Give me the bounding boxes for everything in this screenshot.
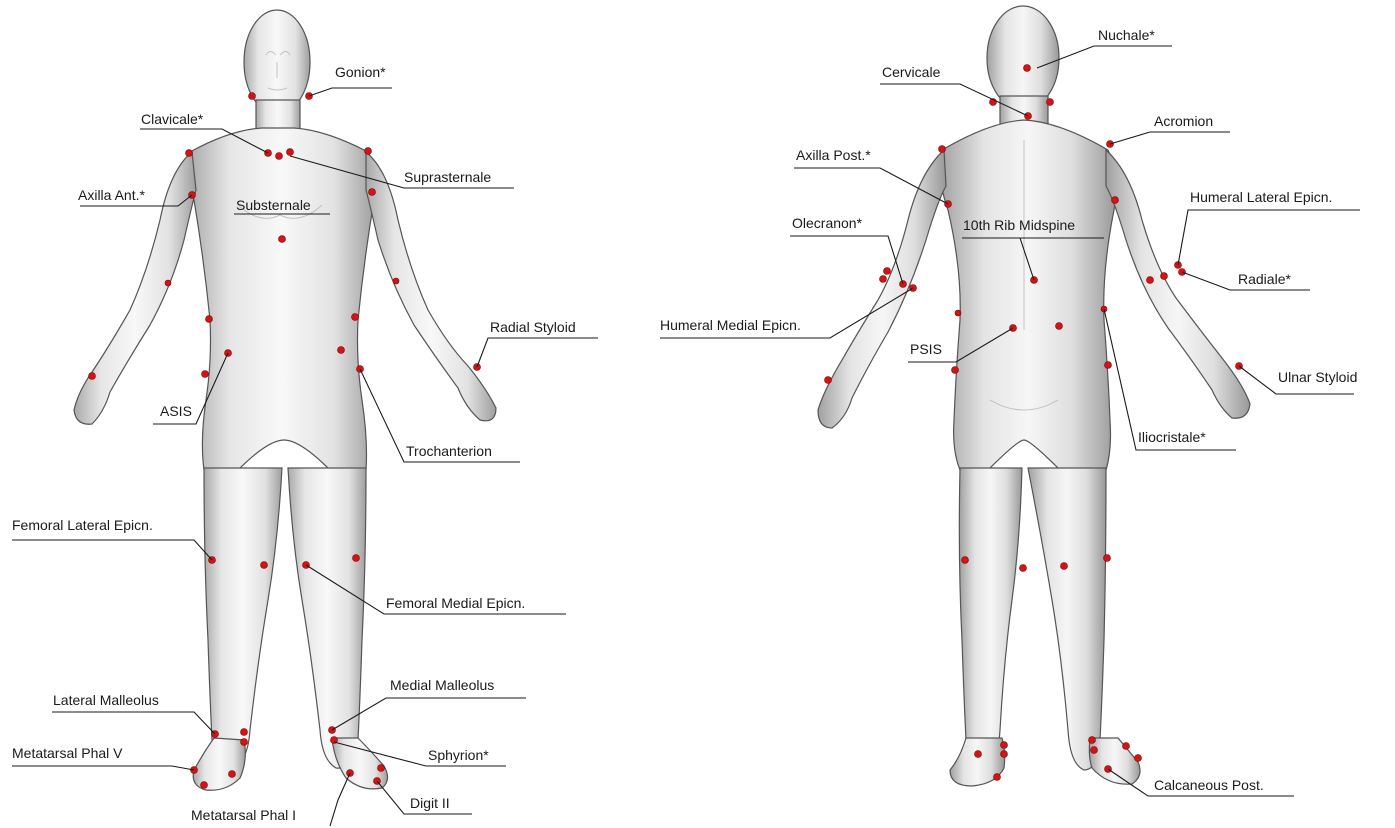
landmark-malleolus-back-right-d: [1135, 755, 1142, 762]
front-torso: [189, 128, 375, 470]
landmark-humeral-medial-epicn-right: [1147, 277, 1154, 284]
leader-humeral-lateral-epicn: [1178, 210, 1360, 265]
label-humeral-medial-epicn: Humeral Medial Epicn.: [660, 317, 801, 333]
label-psis: PSIS: [910, 341, 942, 357]
leader-metatarsal-phal-v: [12, 766, 194, 770]
landmark-suprasternale-a: [276, 153, 283, 160]
label-substernale: Substernale: [236, 197, 311, 213]
landmark-malleolus-back-right-b: [1091, 747, 1098, 754]
front-arm-right: [366, 152, 496, 421]
landmark-acromion-right: [365, 148, 372, 155]
landmark-malleolus-back-right-c: [1123, 743, 1130, 750]
label-acromion: Acromion: [1154, 113, 1213, 129]
back-torso: [940, 120, 1116, 470]
back-leg-left: [959, 468, 1022, 770]
label-nuchale-text: Nuchale*: [1098, 27, 1155, 43]
landmark-metatarsal-phal-i-left: [229, 771, 236, 778]
landmark-substernale: [279, 236, 286, 243]
landmark-psis-right: [1056, 323, 1063, 330]
label-asis: ASIS: [160, 403, 192, 419]
landmark-malleolus-back-right-a: [1089, 737, 1096, 744]
back-head: [987, 6, 1059, 110]
leader-acromion: [1110, 132, 1230, 144]
front-leg-right: [288, 468, 366, 768]
label-radial-styloid: Radial Styloid: [490, 319, 576, 335]
landmark-iliocristale-back-left: [955, 310, 961, 316]
landmark-medial-malleolus-left: [241, 729, 248, 736]
landmark-elbow-left: [165, 280, 171, 286]
landmark-olecranon-left-a: [884, 268, 891, 275]
landmark-iliocristale-right: [352, 314, 359, 321]
label-iliocristale: Iliocristale*: [1138, 429, 1206, 445]
landmark-femoral-medial-back-right: [1061, 563, 1068, 570]
label-trochanterion: Trochanterion: [406, 443, 492, 459]
label-gonion: Gonion*: [335, 64, 386, 80]
front-foot-left: [193, 738, 245, 790]
label-tenth-rib-midspine: 10th Rib Midspine: [963, 217, 1075, 233]
landmark-ulnar-styloid-left: [825, 377, 832, 384]
landmark-digit-ii-left: [201, 782, 208, 789]
landmark-olecranon-left-b: [880, 276, 887, 283]
back-leg-right: [1028, 468, 1106, 770]
landmark-iliocristale-left: [206, 316, 213, 323]
landmark-acromion-left: [186, 150, 193, 157]
label-clavicale: Clavicale*: [141, 111, 204, 127]
landmark-femoral-lateral-epicn-right: [353, 555, 360, 562]
landmark-gonion-back-right: [1047, 99, 1054, 106]
label-humeral-lateral-epicn: Humeral Lateral Epicn.: [1190, 189, 1332, 205]
landmark-nuchale: [1024, 65, 1031, 72]
landmark-sphyrion-left: [241, 739, 248, 746]
landmark-radial-styloid-left: [89, 373, 96, 380]
back-foot-right: [1089, 738, 1140, 784]
landmark-axilla-ant-right: [369, 189, 376, 196]
label-olecranon: Olecranon*: [792, 215, 863, 231]
label-digit-ii: Digit II: [410, 795, 450, 811]
landmark-malleolus-back-left-a: [975, 751, 982, 758]
leader-metatarsal-phal-i: [330, 773, 350, 826]
landmark-trochanterion-back-left: [952, 367, 959, 374]
leader-radial-styloid: [477, 338, 598, 367]
label-calcaneous-post: Calcaneous Post.: [1154, 777, 1264, 793]
landmark-acromion-back-left: [939, 146, 946, 153]
label-sphyrion: Sphyrion*: [428, 747, 489, 763]
front-body: [74, 10, 496, 790]
label-femoral-lateral-epicn: Femoral Lateral Epicn.: [12, 517, 153, 533]
label-lateral-malleolus: Lateral Malleolus: [53, 692, 159, 708]
landmark-malleolus-back-left-b: [1001, 742, 1008, 749]
landmark-trochanterion-back-right: [1105, 362, 1112, 369]
landmark-suprasternale-b: [287, 149, 294, 156]
leader-lateral-malleolus: [52, 712, 215, 734]
label-axilla-ant: Axilla Ant.*: [78, 187, 145, 203]
front-neck: [256, 100, 300, 130]
landmark-femoral-medial-back-left: [1020, 565, 1027, 572]
landmark-femoral-medial-epicn-left: [261, 562, 268, 569]
landmark-axilla-post-right: [1112, 197, 1119, 204]
label-ulnar-styloid: Ulnar Styloid: [1278, 369, 1357, 385]
label-metatarsal-phal-i: Metatarsal Phal I: [191, 807, 296, 823]
label-medial-malleolus: Medial Malleolus: [390, 677, 494, 693]
landmark-elbow-right: [393, 278, 399, 284]
landmark-olecranon-right: [1161, 273, 1168, 280]
landmark-femoral-lateral-back-left: [962, 557, 969, 564]
front-leg-left: [204, 468, 282, 768]
label-radiale: Radiale*: [1238, 271, 1291, 287]
label-axilla-post: Axilla Post.*: [796, 147, 871, 163]
label-femoral-medial-epicn: Femoral Medial Epicn.: [386, 595, 525, 611]
landmark-metatarsal-phal-v-right: [378, 765, 385, 772]
landmark-calcaneous-post-left: [994, 774, 1001, 781]
label-cervicale: Cervicale: [882, 64, 941, 80]
label-suprasternale: Suprasternale: [404, 169, 491, 185]
landmark-asis-right: [338, 347, 345, 354]
leader-femoral-lateral-epicn: [12, 540, 212, 560]
landmark-gonion-left: [249, 93, 256, 100]
landmark-trochanterion-left: [202, 371, 209, 378]
leader-gonion: [309, 88, 392, 96]
landmark-malleolus-back-left-c: [1001, 751, 1008, 758]
back-arm-left: [818, 150, 946, 428]
label-metatarsal-phal-v: Metatarsal Phal V: [12, 745, 123, 761]
landmark-femoral-lateral-back-right: [1104, 555, 1111, 562]
leader-medial-malleolus: [332, 698, 526, 730]
